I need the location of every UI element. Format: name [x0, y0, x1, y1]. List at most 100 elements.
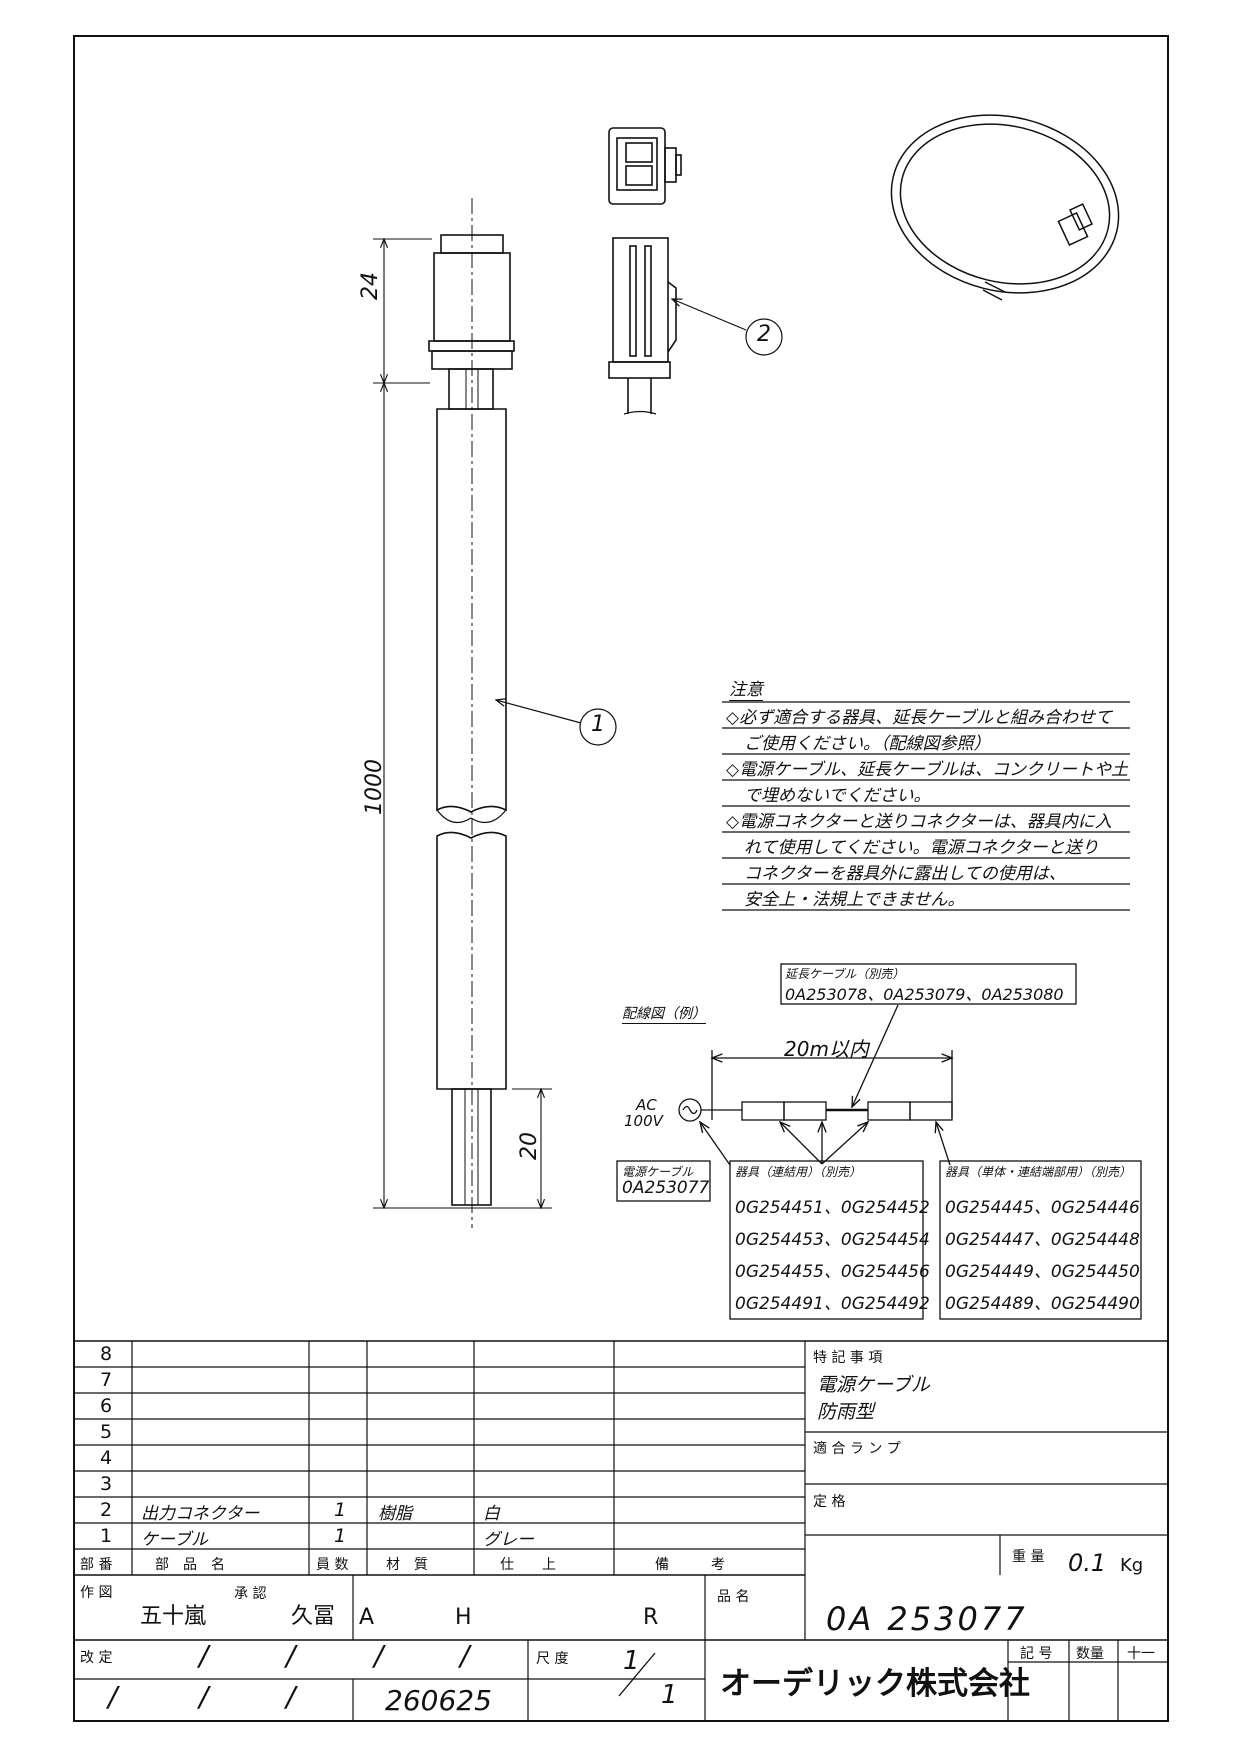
parts-cell-finish: グレー [483, 1530, 534, 1550]
parts-cell-qty: 1 [334, 1499, 347, 1521]
header-finish: 仕 上 [500, 1557, 556, 1573]
sheet-border [73, 35, 1169, 1722]
cable-jacket-lower [436, 831, 507, 1090]
wiring-diagram [616, 963, 1142, 1320]
count-label: 数量 [1076, 1646, 1104, 1662]
connector-side-view [608, 237, 677, 415]
single-fixtures-box [939, 1160, 1142, 1320]
note-line: で埋めないでください。 [744, 786, 931, 806]
power-cable-box [616, 1160, 711, 1202]
drawn-label: 作 図 [80, 1585, 113, 1601]
revision-date: 260625 [385, 1684, 492, 1717]
drawn-by: 五十嵐 [140, 1604, 207, 1629]
rating-label: 定 格 [813, 1494, 846, 1510]
parts-cell-no: 8 [100, 1343, 113, 1365]
dimensions [373, 239, 552, 1208]
parts-table-grid [74, 1340, 1168, 1721]
product-code: 0A 253077 [826, 1600, 1028, 1638]
link-fixture-codes: 0G254453、0G254454 [735, 1230, 930, 1250]
parts-cell-no: 1 [100, 1525, 113, 1547]
single-fixture-codes: 0G254447、0G254448 [945, 1230, 1140, 1250]
approved-by: 久冨 [291, 1604, 336, 1629]
dim-top: 24 [358, 272, 383, 300]
note-line: コネクターを器具外に露出しての使用は、 [744, 864, 1066, 884]
company-name: オーデリック株式会社 [720, 1666, 1030, 1702]
parts-cell-name: ケーブル [141, 1530, 208, 1550]
special-note-line: 防雨型 [817, 1401, 875, 1423]
header-remarks: 備 考 [655, 1557, 725, 1573]
link-fixture-codes: 0G254455、0G254456 [735, 1262, 930, 1282]
weight-unit: Kg [1120, 1555, 1144, 1576]
coil-illustration [890, 114, 1120, 301]
revision-h: H [455, 1605, 472, 1630]
approved-label: 承 認 [234, 1586, 267, 1602]
voltage-label: 100V [624, 1112, 663, 1130]
special-notes-label: 特 記 事 項 [813, 1350, 883, 1366]
product-name-label: 品 名 [717, 1589, 750, 1605]
link-fixtures-title: 器具（連結用）（別売） [735, 1165, 862, 1179]
ext-cable-label: 延長ケーブル（別売） [785, 967, 905, 981]
header-quantity: 員 数 [316, 1557, 349, 1573]
lamp-label: 適 合 ラ ン プ [813, 1441, 901, 1457]
note-line: ご使用ください。（配線図参照） [744, 734, 991, 754]
ac-label: AC [636, 1096, 657, 1114]
notes-rules [722, 701, 1130, 911]
single-fixtures-title: 器具（単体・連結端部用）（別売） [945, 1165, 1132, 1179]
connector-front-view [608, 127, 682, 205]
parts-cell-qty: 1 [334, 1525, 347, 1547]
count-value: 十一 [1127, 1646, 1155, 1662]
wire-ends [451, 1088, 492, 1206]
notes-heading: 注意 [729, 675, 763, 701]
note-line: ◇必ず適合する器具、延長ケーブルと組み合わせて [726, 708, 1113, 728]
link-fixture-codes: 0G254491、0G254492 [735, 1294, 930, 1314]
connector-neck [448, 368, 494, 410]
scale-denominator: 1 [661, 1680, 678, 1710]
span-label: 20m以内 [784, 1037, 869, 1061]
cable-jacket-upper [436, 408, 507, 813]
note-line: れて使用してください。電源コネクターと送り [744, 838, 1099, 858]
header-part-name: 部 品 名 [155, 1557, 225, 1573]
wiring-title: 配線図（例） [622, 1003, 706, 1024]
revision-slash: / [286, 1680, 296, 1713]
scale-label: 尺 度 [536, 1651, 569, 1667]
link-fixtures-box [729, 1160, 924, 1320]
ext-cable-codes: 0A253078、0A253079、0A253080 [785, 985, 1064, 1004]
revision-slash: / [286, 1639, 296, 1672]
revision-label: 改 定 [80, 1650, 113, 1666]
parts-cell-no: 5 [100, 1421, 113, 1443]
parts-cell-no: 7 [100, 1369, 113, 1391]
single-fixture-codes: 0G254489、0G254490 [945, 1294, 1140, 1314]
balloons [496, 299, 783, 746]
dim-bottom: 20 [517, 1132, 542, 1160]
note-line: ◇電源コネクターと送りコネクターは、器具内に入 [726, 812, 1112, 832]
revision-r: R [643, 1605, 659, 1630]
header-part-no: 部 番 [80, 1557, 113, 1573]
special-note-line: 電源ケーブル [817, 1374, 930, 1396]
single-fixture-codes: 0G254445、0G254446 [945, 1198, 1140, 1218]
revision-a: A [359, 1605, 375, 1630]
parts-cell-no: 3 [100, 1473, 113, 1495]
ext-cable-box [780, 963, 1077, 1005]
parts-cell-no: 4 [100, 1447, 113, 1469]
mark-label: 記 号 [1020, 1646, 1053, 1662]
parts-cell-no: 6 [100, 1395, 113, 1417]
revision-slash: / [374, 1639, 384, 1672]
revision-slash: / [199, 1680, 209, 1713]
note-line: 安全上・法規上できません。 [744, 890, 965, 910]
dim-length: 1000 [362, 759, 387, 815]
balloon-label-cable: 1 [591, 712, 605, 737]
header-material: 材 質 [386, 1557, 428, 1573]
parts-cell-finish: 白 [483, 1504, 500, 1524]
parts-cell-material: 樹脂 [378, 1504, 412, 1524]
single-fixture-codes: 0G254449、0G254450 [945, 1262, 1140, 1282]
parts-cell-name: 出力コネクター [141, 1504, 260, 1524]
link-fixture-codes: 0G254451、0G254452 [735, 1198, 930, 1218]
revision-slash: / [108, 1680, 118, 1713]
weight-label: 重 量 [1012, 1549, 1045, 1565]
note-line: ◇電源ケーブル、延長ケーブルは、コンクリートや土 [726, 760, 1129, 780]
revision-slash: / [460, 1639, 470, 1672]
revision-slash: / [199, 1639, 209, 1672]
balloon-label-connector: 2 [757, 322, 771, 347]
cable-drawing [428, 198, 515, 1228]
